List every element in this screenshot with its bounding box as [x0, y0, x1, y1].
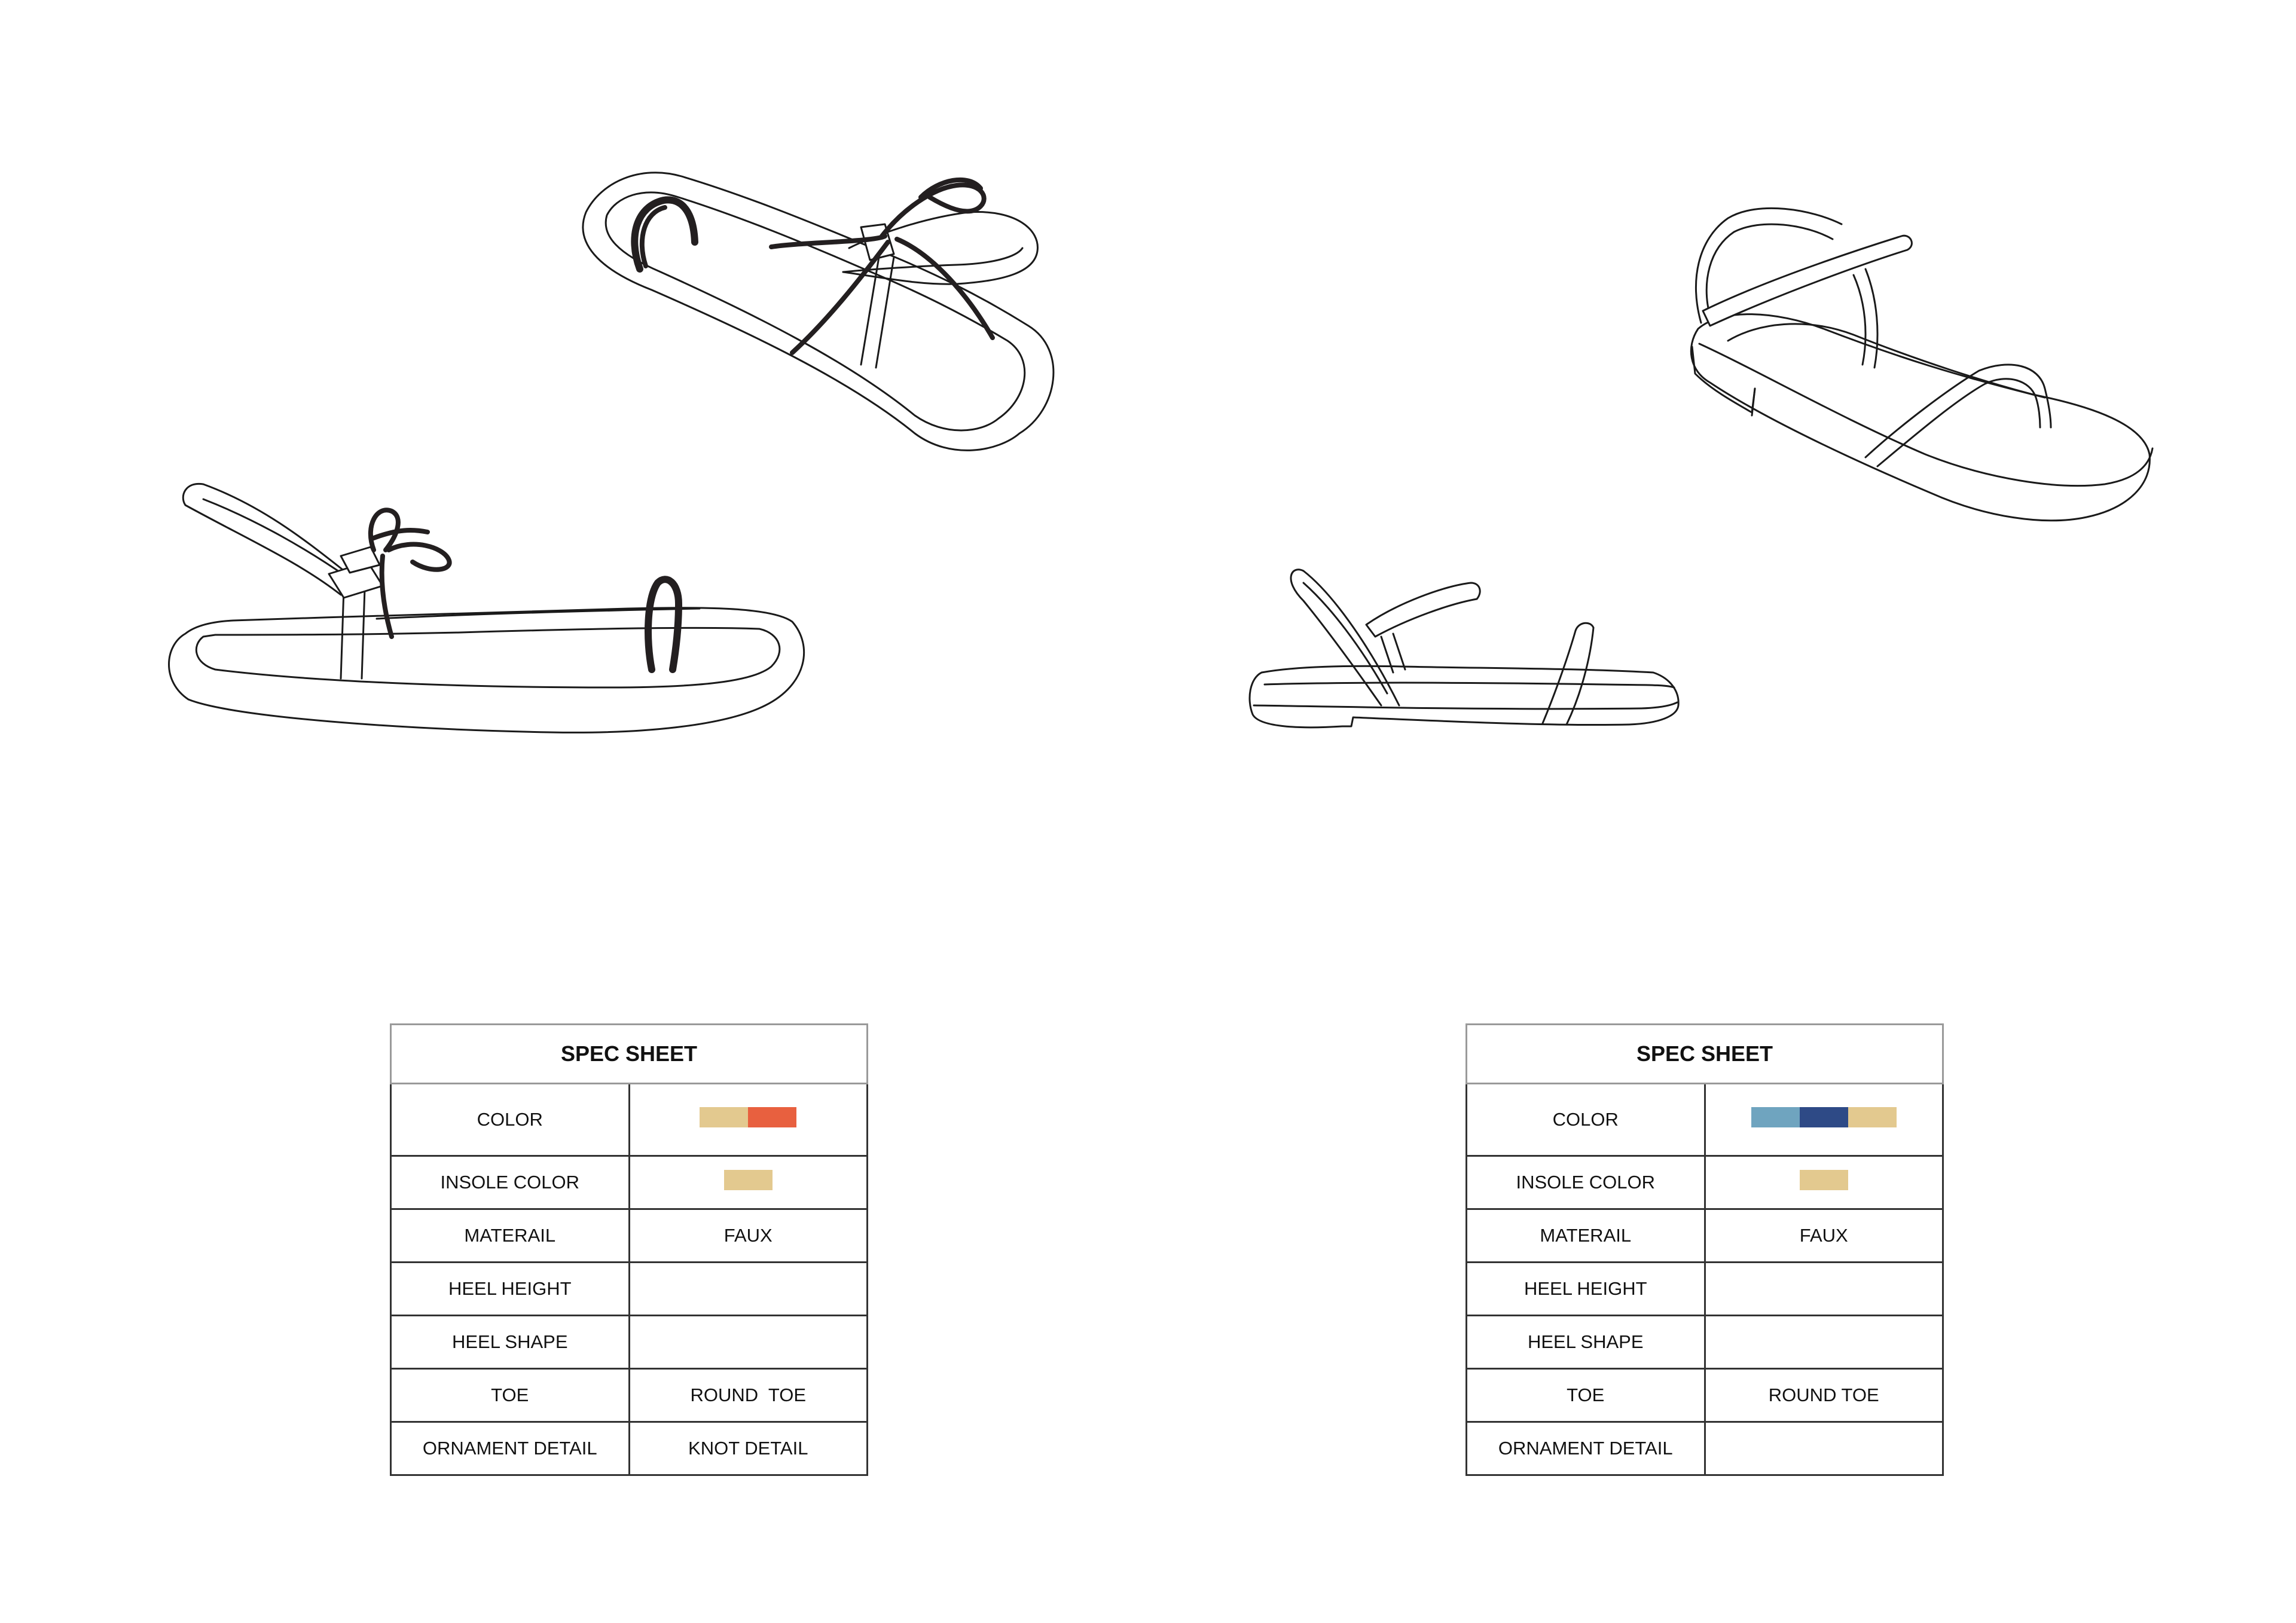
insole-color-label: INSOLE COLOR	[390, 1155, 630, 1210]
heel-height-value	[628, 1261, 868, 1316]
toe-label: TOE	[1465, 1368, 1706, 1423]
color-swatch	[748, 1107, 797, 1127]
spec-table-1: SPEC SHEET COLOR INSOLE COLOR MATERAIL F…	[390, 1023, 868, 1476]
insole-color-swatches	[1703, 1155, 1944, 1210]
strappy-sandal-three-quarter-view-sketch	[1674, 191, 2182, 532]
ornament-detail-value: KNOT DETAIL	[628, 1421, 868, 1476]
heel-height-value	[1703, 1261, 1944, 1316]
heel-height-label: HEEL HEIGHT	[390, 1261, 630, 1316]
ornament-detail-label: ORNAMENT DETAIL	[390, 1421, 630, 1476]
color-swatches	[1703, 1083, 1944, 1157]
heel-height-label: HEEL HEIGHT	[1465, 1261, 1706, 1316]
color-swatch	[1799, 1107, 1848, 1127]
color-label: COLOR	[1465, 1083, 1706, 1157]
color-swatches	[628, 1083, 868, 1157]
spec-sheet-title: SPEC SHEET	[390, 1023, 868, 1084]
knot-sandal-side-view-sketch	[161, 472, 825, 741]
knot-sandal-top-view-sketch	[562, 152, 1100, 463]
color-swatch	[1848, 1107, 1897, 1127]
color-label: COLOR	[390, 1083, 630, 1157]
heel-shape-value	[628, 1315, 868, 1370]
insole-color-swatches	[628, 1155, 868, 1210]
spec-sheet-title: SPEC SHEET	[1465, 1023, 1944, 1084]
ornament-detail-value	[1703, 1421, 1944, 1476]
insole-swatch	[1799, 1170, 1848, 1190]
toe-value: ROUND TOE	[1703, 1368, 1944, 1423]
color-swatch	[700, 1107, 749, 1127]
color-swatch	[1751, 1107, 1800, 1127]
toe-label: TOE	[390, 1368, 630, 1423]
material-value: FAUX	[1703, 1208, 1944, 1263]
heel-shape-label: HEEL SHAPE	[390, 1315, 630, 1370]
insole-swatch	[723, 1170, 773, 1190]
ornament-detail-label: ORNAMENT DETAIL	[1465, 1421, 1706, 1476]
strappy-sandal-side-view-sketch	[1247, 556, 1686, 735]
insole-color-label: INSOLE COLOR	[1465, 1155, 1706, 1210]
material-label: MATERAIL	[390, 1208, 630, 1263]
heel-shape-value	[1703, 1315, 1944, 1370]
material-value: FAUX	[628, 1208, 868, 1263]
heel-shape-label: HEEL SHAPE	[1465, 1315, 1706, 1370]
toe-value: ROUND TOE	[628, 1368, 868, 1423]
spec-sheet-2: SPEC SHEET COLOR INSOLE COLOR MATERAIL	[1465, 1023, 1944, 1476]
spec-table-2: SPEC SHEET COLOR INSOLE COLOR MATERAIL	[1465, 1023, 1944, 1476]
material-label: MATERAIL	[1465, 1208, 1706, 1263]
spec-sheet-1: SPEC SHEET COLOR INSOLE COLOR MATERAIL F…	[390, 1023, 868, 1476]
